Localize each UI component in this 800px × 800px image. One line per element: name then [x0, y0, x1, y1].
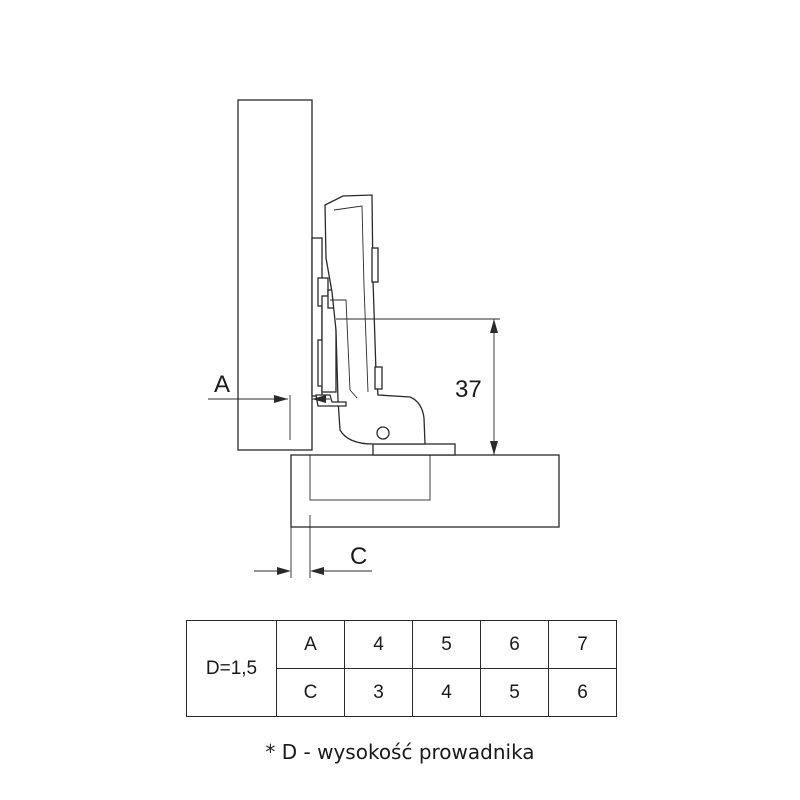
- dimension-table: D=1,5 A 4 5 6 7 C 3 4 5 6: [186, 620, 617, 717]
- height-dim-label: 37: [455, 376, 482, 403]
- dim-a: A: [208, 371, 330, 440]
- table-cell: 4: [412, 668, 481, 717]
- adjust-screw: [371, 247, 379, 283]
- mounting-plate: [372, 443, 456, 456]
- table-cell: 5: [412, 620, 481, 669]
- cabinet-panel: [290, 454, 560, 528]
- table-row: D=1,5 A 4 5 6 7: [186, 620, 617, 717]
- table-cell: 6: [548, 668, 617, 717]
- table-row: C 3 4 5 6: [187, 668, 617, 717]
- dim-a-label: A: [214, 371, 230, 398]
- table-cell: 7: [548, 620, 617, 669]
- d-label: D=1,5: [186, 620, 277, 717]
- adjust-screw-lower: [374, 366, 383, 390]
- door-panel: [237, 99, 313, 451]
- row-label: C: [276, 668, 345, 717]
- footnote: * D - wysokość prowadnika: [265, 740, 535, 764]
- mounting-recess: [309, 454, 431, 501]
- pivot-hole: [376, 426, 390, 440]
- table-cell: 5: [480, 668, 549, 717]
- table-cell: 6: [480, 620, 549, 669]
- dim-c: C: [254, 515, 372, 578]
- hinge-diagram: 37 A C: [208, 99, 560, 578]
- row-label: A: [276, 620, 345, 669]
- table-cell: 4: [344, 620, 413, 669]
- hinge-cup: [311, 237, 337, 397]
- dim-c-label: C: [350, 543, 367, 570]
- table-cell: 3: [344, 668, 413, 717]
- height-dimension: 37: [336, 318, 500, 456]
